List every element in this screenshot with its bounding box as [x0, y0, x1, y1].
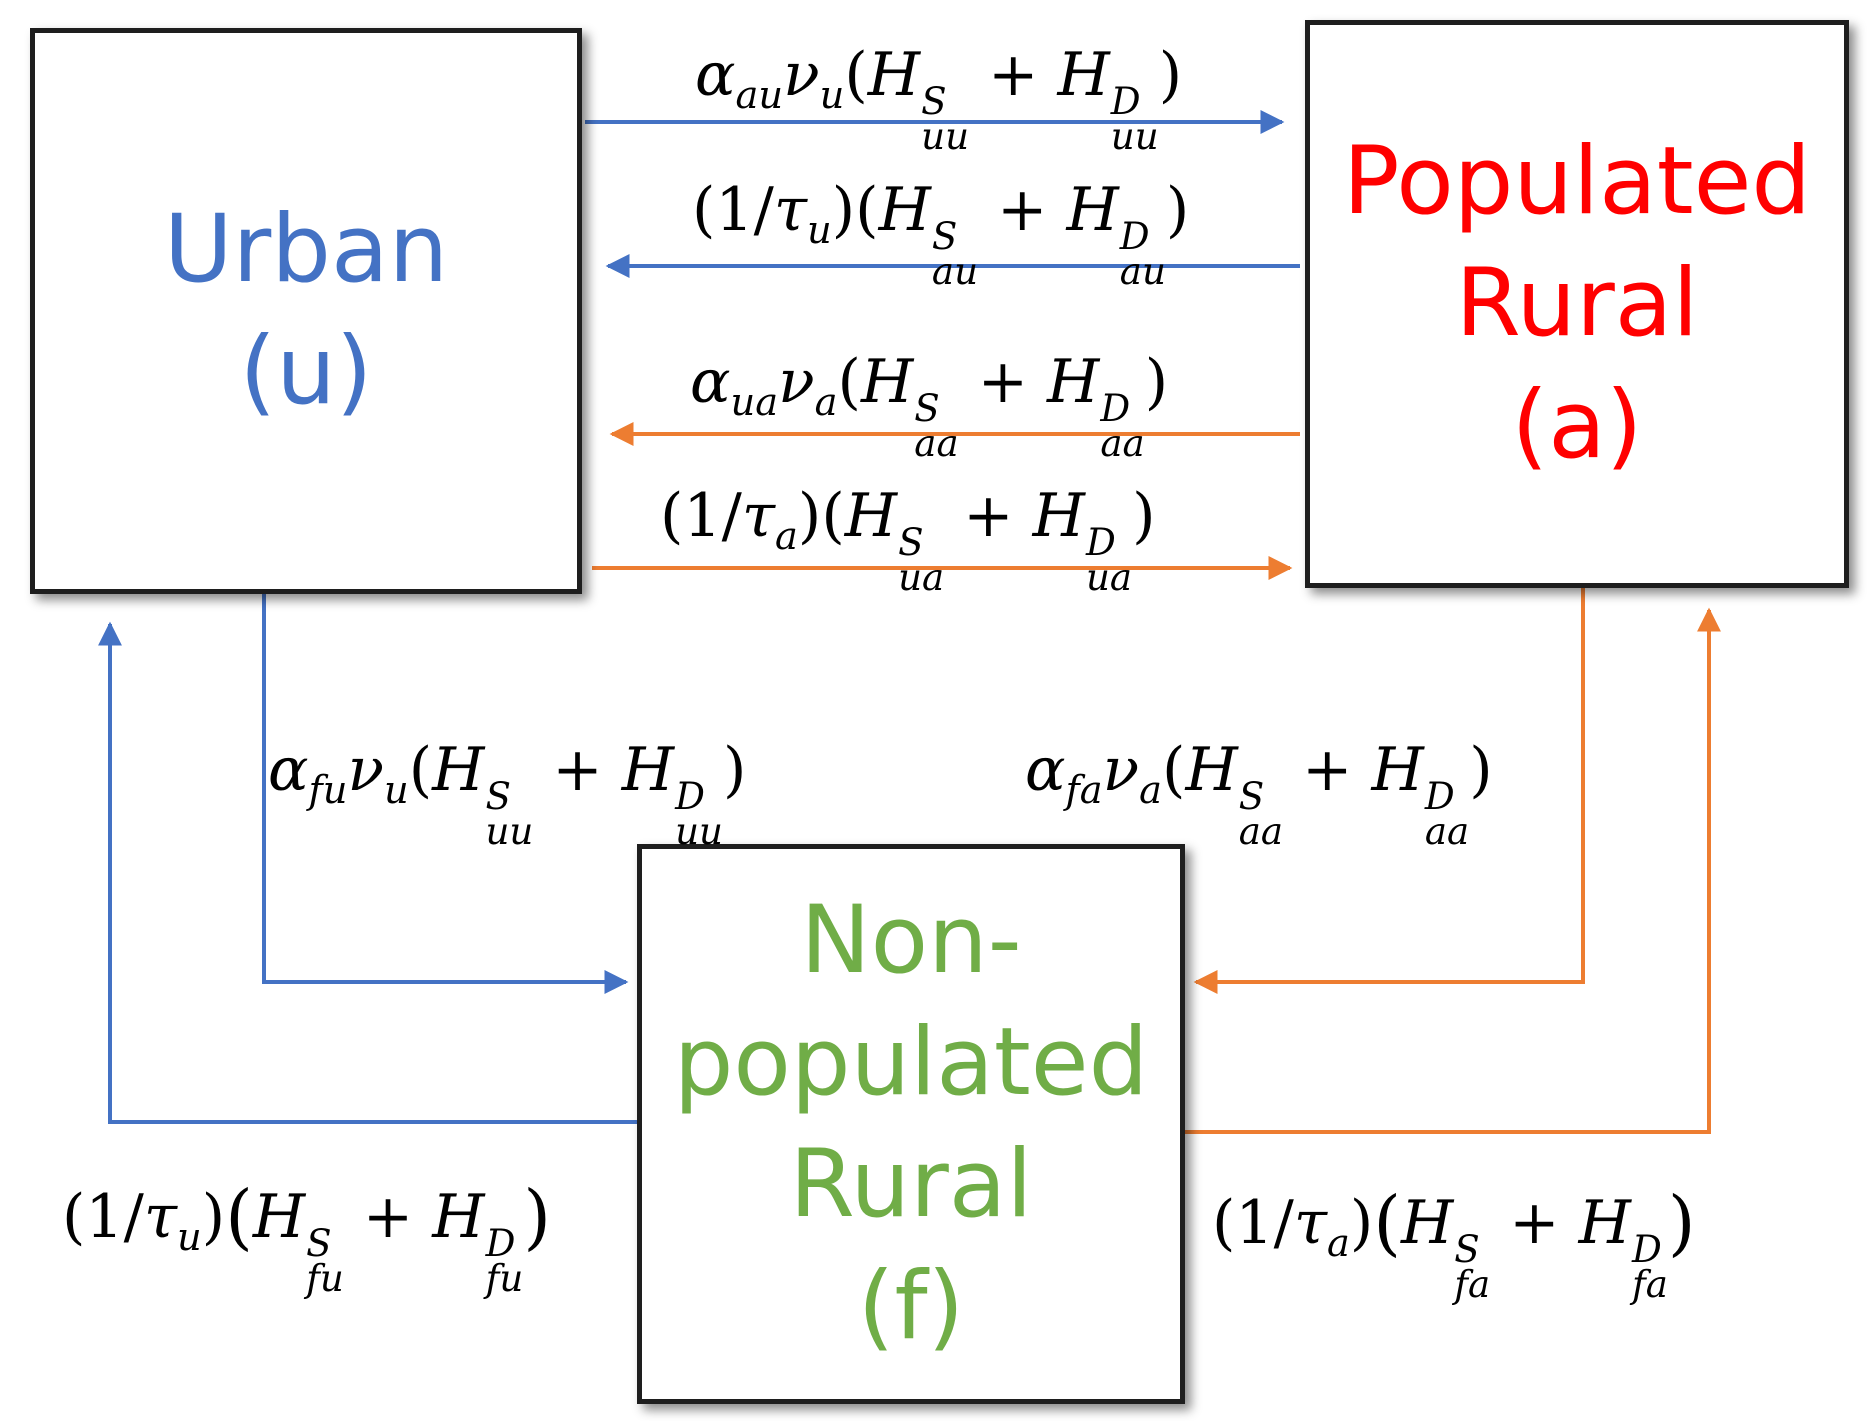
node-populated-rural: Populated Rural (a)	[1305, 20, 1849, 588]
node-nonpop-code: (f)	[857, 1252, 965, 1361]
arrow-nonpopulated-to-populated-return	[1185, 607, 1721, 1134]
node-urban-name: Urban	[163, 195, 449, 304]
node-urban-code: (u)	[239, 317, 373, 426]
node-urban: Urban (u)	[30, 28, 582, 594]
node-nonpop-line1: Non-	[800, 886, 1022, 995]
arrow-populated-to-nonpopulated	[1193, 588, 1585, 994]
arrow-urban-to-nonpopulated	[262, 594, 629, 994]
node-populated-rural-line1: Populated	[1342, 127, 1812, 236]
node-nonpop-line2: populated	[673, 1008, 1149, 1117]
node-populated-rural-line2: Rural	[1455, 249, 1699, 358]
node-nonpop-line3: Rural	[789, 1130, 1033, 1239]
arrow-nonpopulated-to-urban-return	[98, 621, 637, 1124]
node-populated-rural-code: (a)	[1511, 371, 1643, 480]
node-non-populated-rural: Non- populated Rural (f)	[637, 844, 1185, 1404]
